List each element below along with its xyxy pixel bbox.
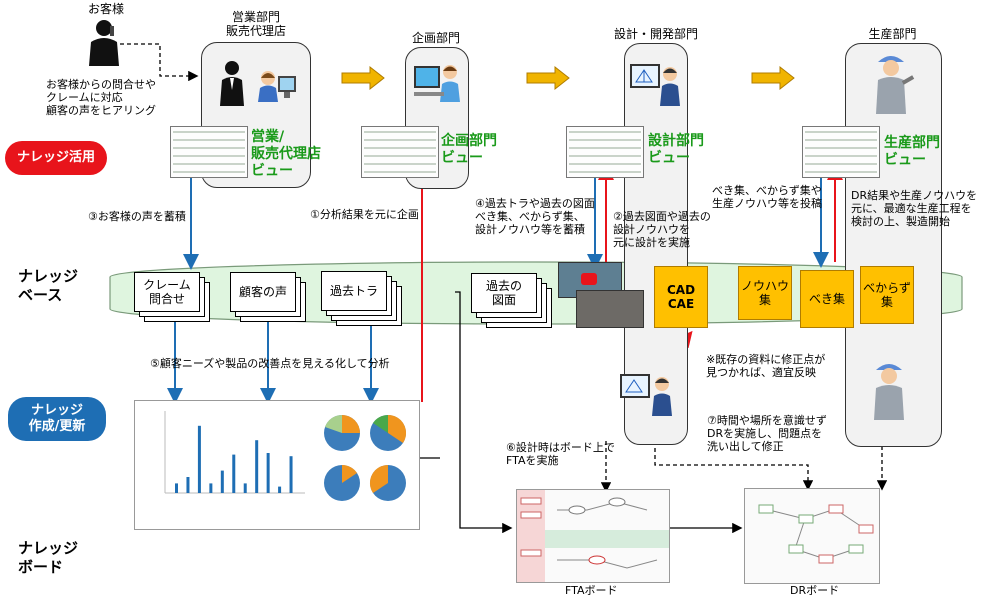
step-7-text: ⑦時間や場所を意識せず DRを実施し、問題点を 洗い出して修正 — [707, 414, 827, 453]
beki-cube: べき集 — [800, 270, 854, 328]
customer-person-icon — [89, 20, 119, 66]
step-1-text: ①分析結果を元に企画 — [310, 208, 419, 221]
step-5-text: ⑤顧客ニーズや製品の改善点を見える化して分析 — [150, 357, 390, 370]
analysis-bar-chart — [164, 411, 407, 501]
knowledge-board-label: ナレッジ ボード — [18, 539, 79, 576]
voice-doc: 顧客の声 — [230, 272, 296, 312]
step-4-text: ④過去トラや過去の図面 べき集、べからず集、 設計ノウハウ等を蓄積 — [475, 197, 595, 236]
salesperson-icon — [220, 61, 244, 106]
production-dept-title: 生産部門 — [868, 27, 917, 41]
video-thumbnail-2 — [576, 290, 644, 328]
designer-pc-icon — [630, 64, 680, 106]
dr-board-image — [744, 488, 880, 584]
fta-board-label: FTAボード — [565, 584, 618, 597]
revision-note-text: ※既存の資料に修正点が 見つかれば、適宜反映 — [706, 353, 826, 379]
drawing-doc: 過去の 図面 — [471, 273, 537, 313]
customer-connector — [120, 43, 199, 82]
dr-board-label: DRボード — [790, 584, 840, 597]
trouble-doc: 過去トラ — [321, 271, 387, 311]
design-view-label: 設計部門 ビュー — [648, 133, 704, 166]
production-start-text: DR結果や生産ノウハウを 元に、最適な生産工程を 検討の上、製造開始 — [851, 189, 978, 228]
sales-view-screenshot — [170, 126, 248, 178]
analysis-bar — [209, 483, 213, 493]
sales-dept-title: 営業部門 販売代理店 — [225, 10, 286, 38]
planning-dept-title: 企画部門 — [411, 31, 460, 45]
knowledge-create-pill: ナレッジ 作成/更新 — [8, 397, 106, 441]
customer-description: お客様からの問合せや クレームに対応 顧客の声をヒアリング — [46, 78, 156, 117]
design-view-screenshot — [566, 126, 644, 178]
customer-title: お客様 — [88, 2, 125, 16]
cad-cae-cube: CAD CAE — [654, 266, 708, 328]
analysis-bar — [232, 454, 236, 493]
planner-pc-icon — [414, 65, 460, 102]
bekarazu-cube: べからず 集 — [860, 266, 914, 324]
worker-update-icon — [874, 364, 904, 420]
analysis-bar — [243, 483, 247, 493]
claim-doc: クレーム 問合せ — [134, 272, 200, 312]
analysis-bar — [175, 483, 178, 493]
flow-arrow-1 — [341, 65, 385, 91]
analysis-bar — [266, 453, 270, 493]
play-icon — [581, 273, 597, 285]
step-2-text: ②過去図面や過去の 設計ノウハウを 元に設計を実施 — [613, 210, 711, 249]
agent-pc-icon — [258, 71, 296, 102]
planning-view-screenshot — [361, 126, 439, 178]
sales-view-label: 営業/ 販売代理店 ビュー — [251, 129, 321, 179]
pie-charts — [324, 414, 407, 501]
analysis-bar — [186, 477, 190, 493]
production-view-label: 生産部門 ビュー — [884, 135, 940, 168]
analysis-bar — [220, 470, 224, 493]
knowhow-cube: ノウハウ 集 — [738, 266, 792, 320]
flow-arrow-2 — [526, 65, 570, 91]
analysis-bar — [278, 486, 282, 493]
analysis-bar — [197, 425, 201, 493]
factory-worker-icon — [876, 56, 915, 114]
design-dept-box — [624, 43, 688, 445]
flow-arrow-3 — [751, 65, 795, 91]
designer-update-icon — [620, 374, 672, 416]
production-view-screenshot — [802, 126, 880, 178]
knowledge-utilize-pill: ナレッジ活用 — [5, 141, 107, 175]
knowledge-base-label: ナレッジ ベース — [18, 267, 79, 304]
step-6-text: ⑥設計時はボード上で FTAを実施 — [506, 441, 615, 467]
production-store-text: べき集、べからず集や 生産ノウハウ等を投稿 — [712, 184, 822, 210]
planning-view-label: 企画部門 ビュー — [441, 133, 497, 166]
analysis-bar — [289, 456, 293, 493]
analysis-bar — [255, 440, 259, 493]
fta-board-image — [516, 489, 670, 583]
step-3-text: ③お客様の声を蓄積 — [88, 210, 186, 223]
design-dept-title: 設計・開発部門 — [613, 27, 698, 41]
analysis-board — [134, 400, 420, 530]
